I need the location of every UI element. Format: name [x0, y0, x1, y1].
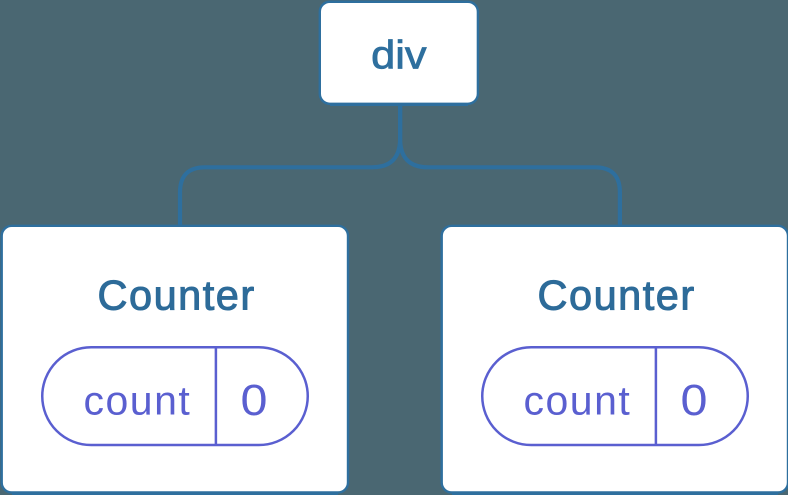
svg-text:0: 0	[241, 376, 268, 425]
svg-text:div: div	[371, 34, 426, 78]
svg-text:0: 0	[681, 376, 708, 425]
svg-text:count: count	[523, 378, 631, 424]
svg-text:Counter: Counter	[98, 272, 256, 319]
svg-text:count: count	[83, 378, 191, 424]
svg-text:Counter: Counter	[538, 272, 696, 319]
